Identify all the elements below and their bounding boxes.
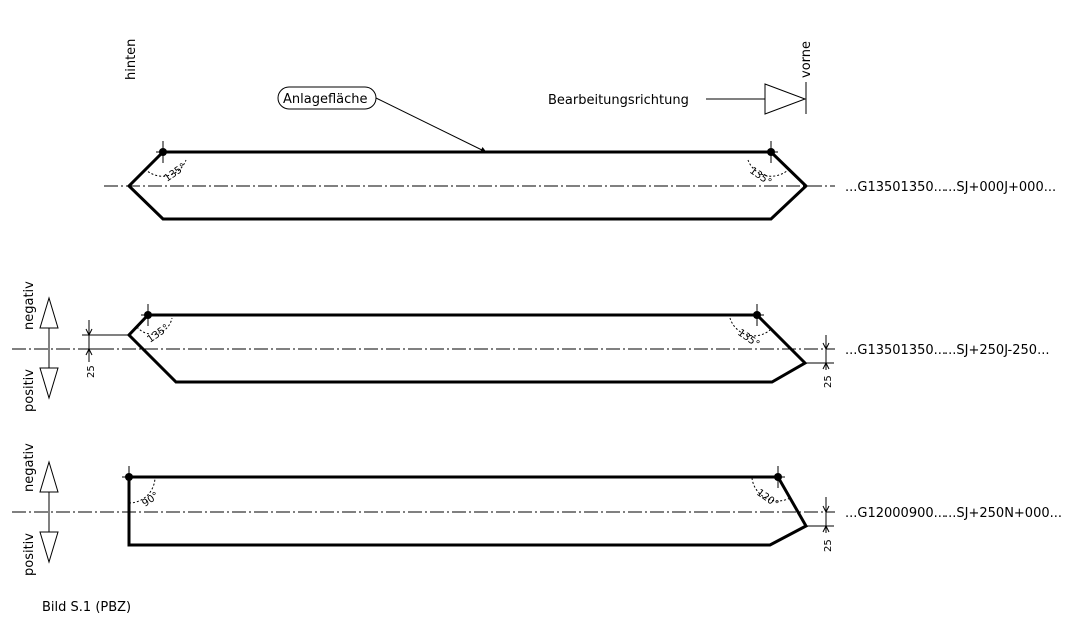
g-code-3: ...G12000900... xyxy=(845,506,946,521)
negative-direction-arrow-3 xyxy=(39,460,59,493)
figure-caption: Bild S.1 (PBZ) xyxy=(42,600,131,615)
angle-left-2: 135° xyxy=(145,323,171,346)
sj-code-3: ...SJ+250N+000... xyxy=(944,506,1062,521)
angle-arc-left-2 xyxy=(136,317,173,335)
sj-code-2: ...SJ+250J-250... xyxy=(944,343,1049,358)
g-code-1: ...G13501350... xyxy=(845,180,946,195)
contact-surface-label: Anlagefläche xyxy=(283,92,368,107)
angle-right-3: 120° xyxy=(754,487,780,510)
angle-left-1: 135° xyxy=(162,162,188,185)
contact-surface-leader xyxy=(375,97,487,153)
rear-label: hinten xyxy=(124,39,139,80)
negative-label-3: negativ xyxy=(22,443,37,492)
negative-label-2: negativ xyxy=(22,281,37,330)
offset-right-3: 25 xyxy=(823,539,834,552)
profile-outline-3 xyxy=(127,475,809,547)
g-code-2: ...G13501350... xyxy=(845,343,946,358)
machining-direction-label: Bearbeitungsrichtung xyxy=(548,93,689,108)
profile-row-1: 135° 135° ...G13501350... ...SJ+000J+000… xyxy=(104,141,1056,221)
offset-right-2: 25 xyxy=(823,375,834,388)
offset-left-2: 25 xyxy=(86,365,97,378)
angle-left-3: 90° xyxy=(140,490,161,509)
angle-arc-left-3 xyxy=(128,476,156,504)
profile-row-3: 90° 120° 25 negativ positiv ...G12000900… xyxy=(12,443,1062,576)
front-label: vorne xyxy=(799,41,814,78)
sj-code-1: ...SJ+000J+000... xyxy=(944,180,1056,195)
angle-right-1: 135° xyxy=(747,165,773,188)
positive-label-2: positiv xyxy=(22,369,37,412)
angle-right-2: 135° xyxy=(735,327,761,350)
profile-outline-1 xyxy=(126,150,809,221)
angle-arc-right-1 xyxy=(747,159,790,177)
angle-arc-right-3 xyxy=(751,477,791,502)
profile-row-2: 135° 135° 25 25 negativ positiv ...G1350… xyxy=(12,281,1049,412)
negative-direction-arrow-2 xyxy=(39,296,59,329)
positive-direction-arrow-3 xyxy=(39,531,59,564)
angle-arc-left-1 xyxy=(144,159,187,177)
machining-direction-arrowhead xyxy=(764,83,807,115)
angle-arc-right-2 xyxy=(729,317,771,337)
positive-label-3: positiv xyxy=(22,533,37,576)
profile-outline-2 xyxy=(126,313,808,384)
positive-direction-arrow-2 xyxy=(39,367,59,400)
